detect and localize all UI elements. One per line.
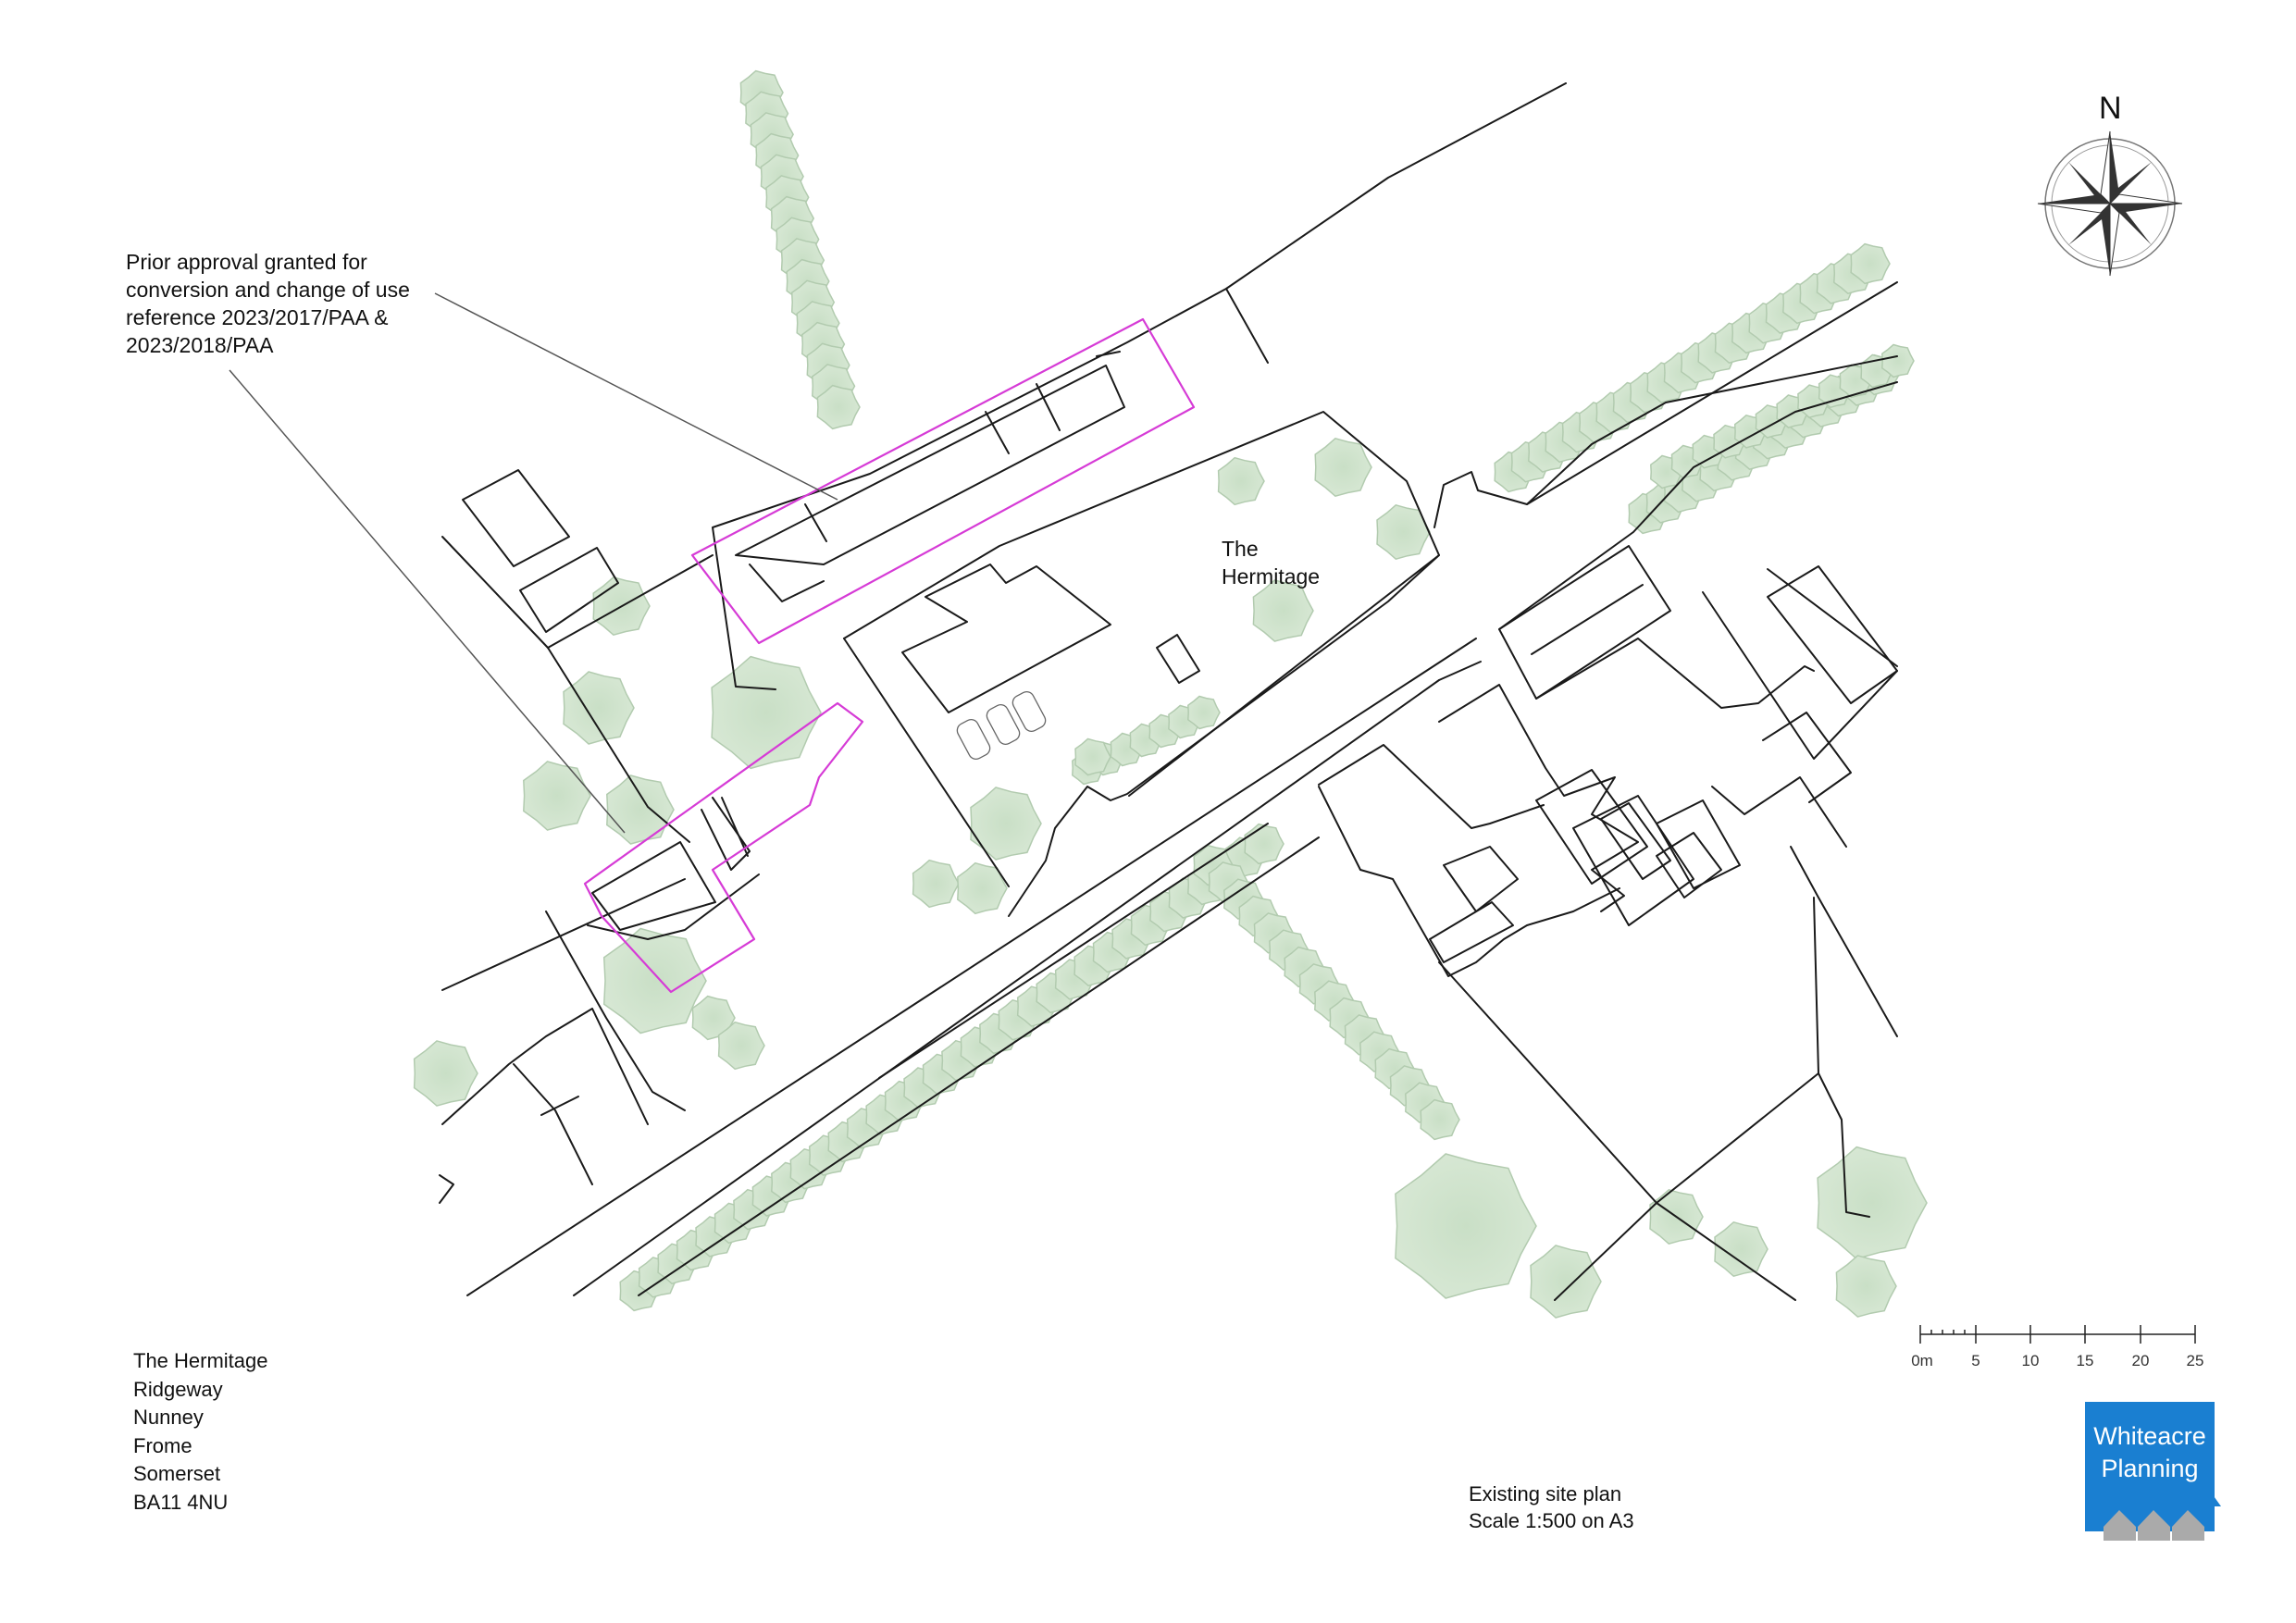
tree-icon [1314,437,1372,498]
logo-text: Whiteacre Planning [2085,1420,2215,1485]
tree-icon [1376,503,1431,561]
tree-icon [602,927,707,1035]
tree-icon [413,1040,478,1107]
site-address: The Hermitage Ridgeway Nunney Frome Some… [133,1347,268,1517]
tree-icon [1074,737,1111,776]
tree-icon [912,859,960,909]
annotation-leaders [229,292,838,834]
tree-icon [1187,695,1221,730]
tree-icon [717,1021,765,1071]
tree-icon [711,655,822,770]
scale-tick-label: 20 [2132,1352,2150,1369]
site-label-line: Hermitage [1222,564,1321,588]
tree-icon [957,861,1008,915]
tree-icon [1817,1146,1928,1260]
scale-tick-label: 0m [1911,1352,1933,1369]
tree-icon [523,761,591,831]
note-line: conversion and change of use [126,278,410,302]
site-label: The Hermitage [1222,535,1320,590]
parked-cars-icon [956,690,1047,761]
tree-icon [816,384,861,430]
scale-tick-label: 15 [2077,1352,2094,1369]
prior-approval-note: Prior approval granted for conversion an… [126,248,496,359]
logo-line: Whiteacre [2093,1422,2206,1450]
tree-icon [1835,1255,1897,1318]
tree-icon [1395,1153,1537,1299]
tree-icon [606,774,675,845]
tree-icon [1530,1245,1602,1319]
tree-icon [1244,823,1285,865]
north-label: N [2099,91,2122,126]
scale-tick-label: 5 [1971,1352,1980,1369]
address-line: The Hermitage [133,1349,268,1372]
scale-tick-label: 25 [2187,1352,2204,1369]
note-line: Prior approval granted for [126,250,367,274]
tree-icon [1850,242,1891,285]
compass-rose-icon [2037,130,2183,277]
company-logo: Whiteacre Planning [2085,1402,2215,1541]
site-label-line: The [1222,537,1259,561]
scale-bar-labels: 0m 5 10 15 20 25 [1911,1352,2203,1369]
tree-icon [1217,456,1265,506]
plan-title-block: Existing site plan Scale 1:500 on A3 [1469,1481,1634,1534]
tree-icon [563,671,635,745]
scale-tick-label: 10 [2022,1352,2040,1369]
tree-icon [1881,343,1915,378]
address-line: BA11 4NU [133,1490,229,1514]
note-line: 2023/2018/PAA [126,333,274,357]
address-line: Somerset [133,1462,221,1485]
plan-scale: Scale 1:500 on A3 [1469,1509,1634,1532]
address-line: Ridgeway [133,1377,223,1401]
prior-approval-boundary [583,317,1196,994]
address-line: Nunney [133,1406,204,1429]
property-linework [439,82,1898,1301]
logo-line: Planning [2101,1455,2199,1482]
tree-icon [1252,579,1314,642]
note-line: reference 2023/2017/PAA & [126,305,389,329]
address-line: Frome [133,1433,192,1457]
tree-icon [1420,1098,1460,1141]
tree-icon [970,787,1042,861]
tree-canopies [413,69,1928,1319]
whiteacre-logo-icon [2085,1402,2221,1541]
plan-title: Existing site plan [1469,1482,1622,1505]
scale-bar [1919,1325,2196,1344]
